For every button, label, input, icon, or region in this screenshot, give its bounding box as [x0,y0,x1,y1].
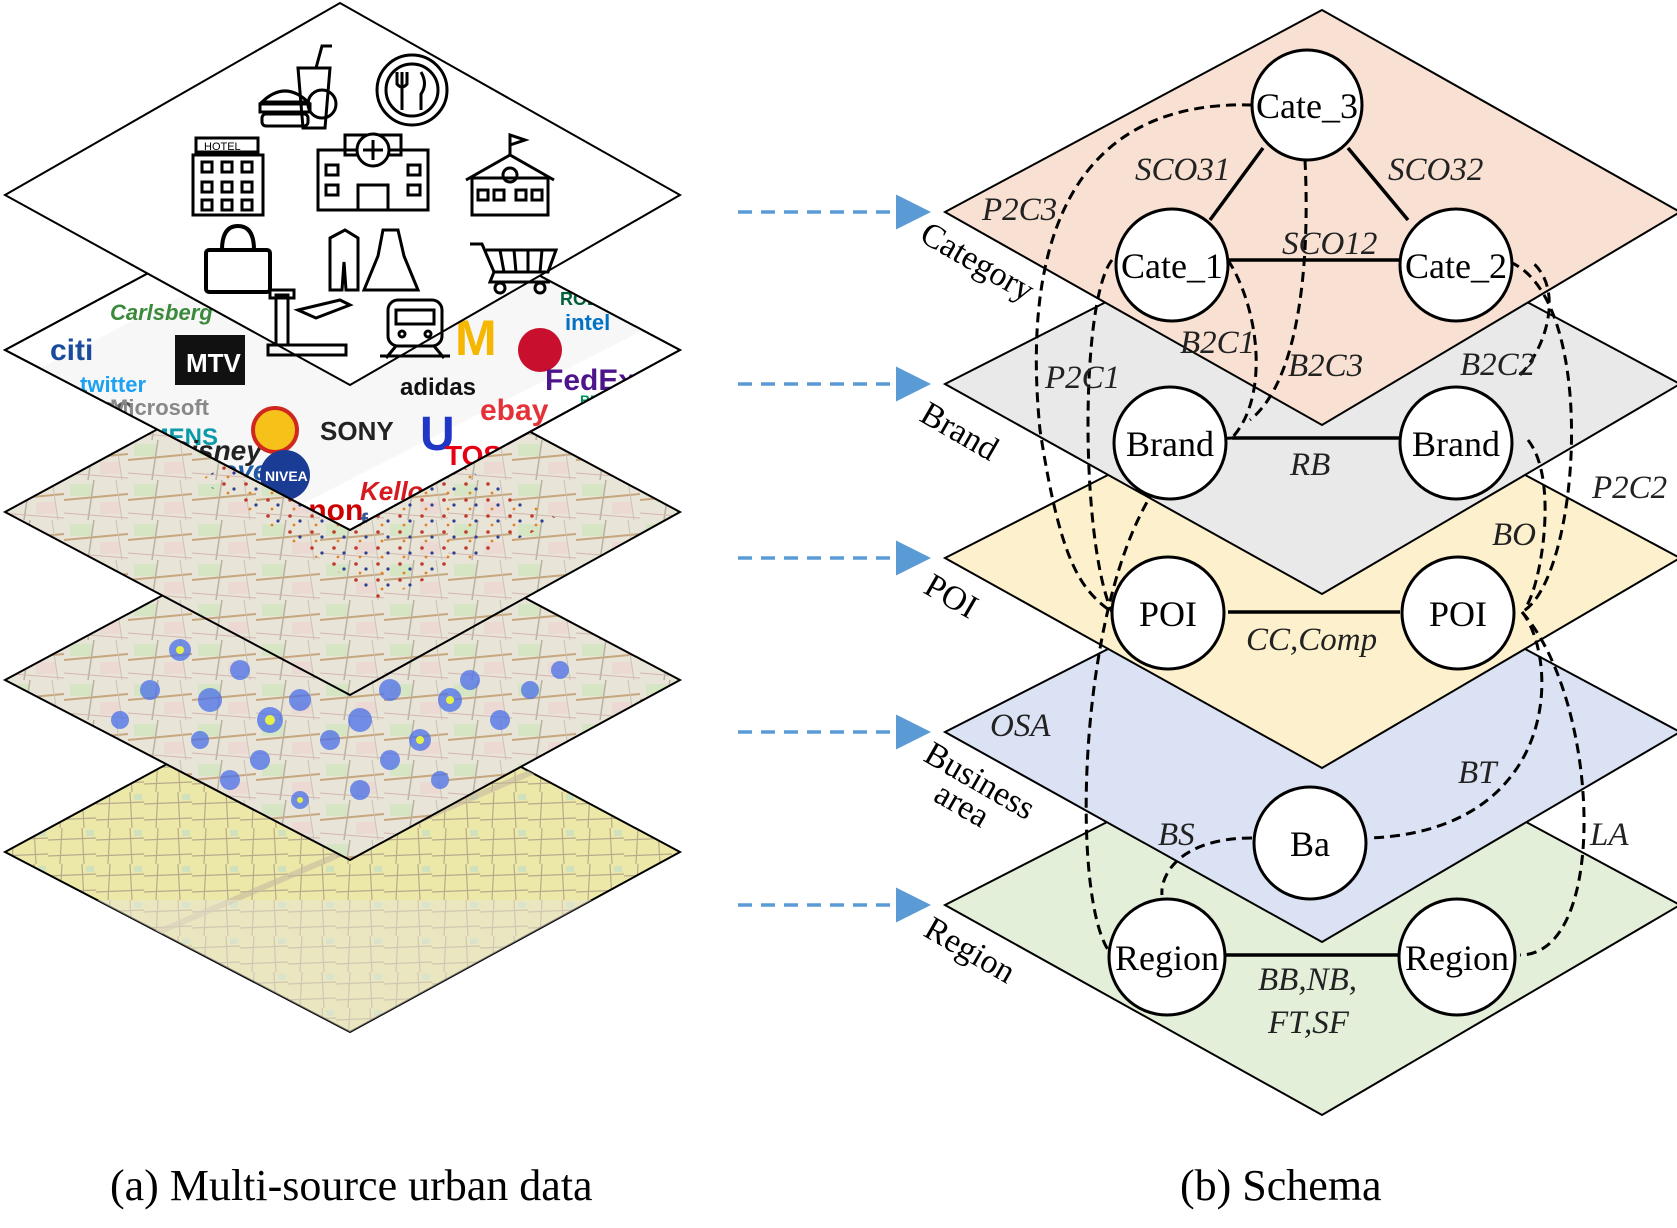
label-b2c2: B2C2 [1460,347,1535,383]
node-ba: Ba [1252,785,1368,901]
svg-text:Ba: Ba [1290,824,1330,864]
svg-text:POI: POI [1139,594,1197,634]
label-p2c3: P2C3 [981,192,1057,228]
logo-shell [251,406,299,454]
logo-microsoft: Microsoft [110,395,210,420]
node-region-left: Region [1107,897,1227,1017]
svg-text:Region: Region [1405,938,1509,978]
edge-labels: SCO31 SCO32 SCO12 P2C3 B2C1 B2C3 B2C2 P2… [981,152,1667,1041]
svg-text:POI: POI [1429,594,1487,634]
node-cate2: Cate_2 [1398,207,1514,323]
logo-carlsberg: Carlsberg [110,300,213,325]
label-bs: BS [1158,817,1195,853]
category-icon-layer: HOTEL [2,1,683,387]
label-region-rel-1: BB,NB, [1258,962,1357,998]
label-cc-comp: CC,Comp [1246,622,1377,658]
logo-twitter: twitter [80,372,146,397]
edge-bo [1523,439,1547,609]
svg-text:Brand: Brand [1412,424,1500,464]
edge-p2c3 [1034,103,1253,614]
school-icon [465,132,555,217]
logo-unilever: U [420,408,455,461]
svg-text:MTV: MTV [186,348,242,378]
layer-label-poi: POI [918,567,984,626]
caption-b: (b) Schema [1180,1161,1382,1210]
logo-mtv [175,335,245,385]
schema-nodes: Cate_3 Cate_1 Cate_2 Brand Brand POI [1107,48,1517,1017]
label-la: LA [1589,817,1629,853]
svg-text:HOTEL: HOTEL [204,141,241,153]
hospital-icon [316,132,430,212]
clothing-icon [328,228,421,292]
label-b2c1: B2C1 [1180,325,1255,361]
hotel-icon: HOTEL [191,136,265,217]
node-cate3: Cate_3 [1250,48,1364,162]
logo-sony: SONY [320,416,394,446]
logo-citi: citi [50,334,93,367]
node-brand-left: Brand [1112,385,1228,501]
logo-nivea [260,450,310,500]
svg-text:Region: Region [1115,938,1219,978]
node-brand-right: Brand [1398,385,1514,501]
node-cate1: Cate_1 [1114,207,1230,323]
label-bt: BT [1458,755,1499,791]
label-p2c2: P2C2 [1591,470,1667,506]
label-bo: BO [1492,517,1536,553]
train-icon [380,298,450,359]
label-osa: OSA [990,708,1051,744]
svg-text:Cate_3: Cate_3 [1256,86,1358,126]
label-b2c3: B2C3 [1288,348,1363,384]
airport-icon [266,288,354,357]
logo-ebay: ebay [480,394,549,427]
restaurant-plate-icon [375,53,449,127]
logo-bnp: BNP PARIBAS [580,392,675,408]
fast-food-icon [258,44,338,130]
logo-adidas: adidas [400,374,476,401]
edge-sco32 [1346,146,1410,222]
edge-la [1519,611,1586,957]
category-plane [942,8,1677,427]
edge-b2c1 [1226,259,1258,442]
svg-text:Cate_1: Cate_1 [1121,246,1223,286]
label-p2c1: P2C1 [1044,360,1120,396]
label-sco32: SCO32 [1388,152,1483,188]
node-poi-right: POI [1400,555,1516,671]
label-sco12: SCO12 [1282,226,1377,262]
logo-intel: intel [565,310,610,335]
panel-a: citi Carlsberg twitter HSBC Microsoft SI… [2,1,683,1210]
edge-bt [1369,611,1544,840]
panel-b: Category Brand POI Business area Region [914,8,1677,1210]
shopping-bag-icon [204,223,272,294]
edge-p2c2 [1509,260,1573,614]
svg-text:Brand: Brand [1126,424,1214,464]
edge-bs [1160,836,1253,896]
svg-text:Cate_2: Cate_2 [1405,246,1507,286]
node-region-right: Region [1397,897,1517,1017]
edge-b2c3 [1249,159,1308,422]
label-region-rel-2: FT,SF [1267,1005,1350,1041]
mapping-arrows [738,194,931,923]
svg-text:NIVEA: NIVEA [265,468,308,484]
logo-kfc [518,328,562,372]
label-rb: RB [1289,447,1330,483]
shopping-cart-icon [470,242,559,295]
edge-p2c1 [1086,259,1114,613]
node-poi-left: POI [1110,555,1226,671]
solid-edges [1208,146,1410,957]
label-sco31: SCO31 [1135,152,1230,188]
caption-a: (a) Multi-source urban data [110,1161,593,1210]
edge-sco31 [1208,146,1265,222]
